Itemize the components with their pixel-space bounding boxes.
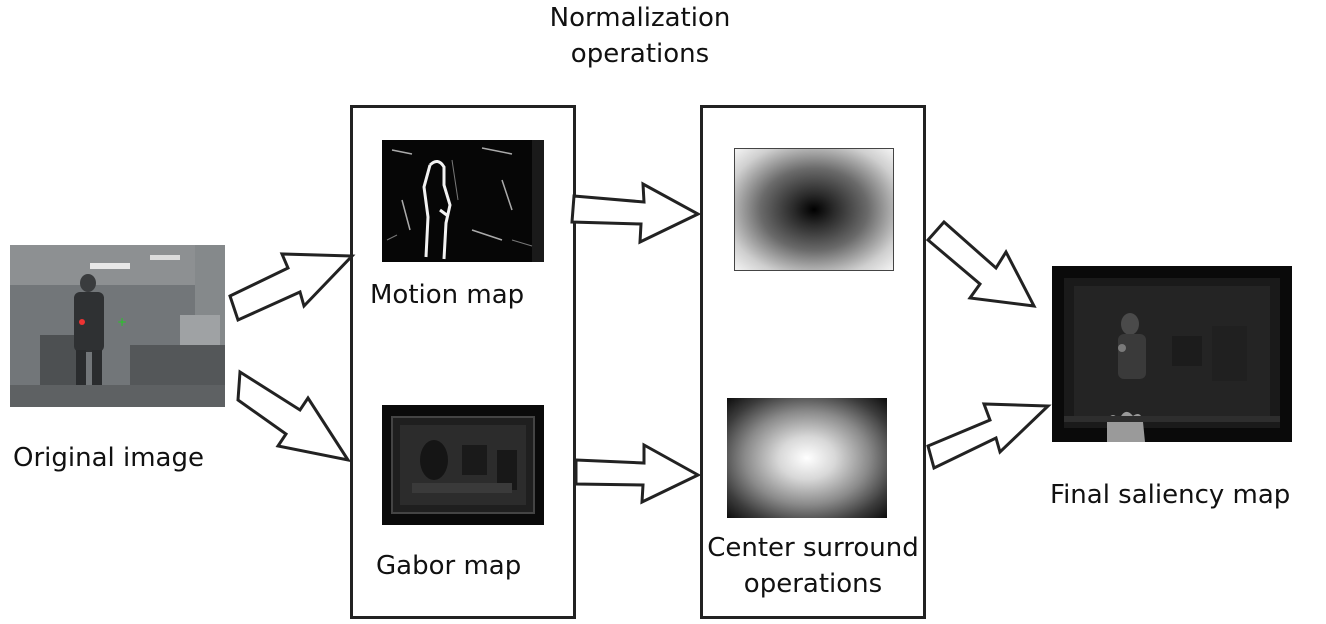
- arrow-to-gabor-icon: [236, 369, 352, 463]
- center-surround-bright-image: [727, 398, 887, 518]
- original-image: +: [10, 245, 225, 407]
- motion-map-image: [382, 140, 544, 262]
- arrow-to-final-bottom-icon: [926, 402, 1052, 471]
- original-image-art: +: [10, 245, 225, 407]
- normalization-title: Normalization operations: [549, 3, 731, 69]
- svg-text:+: +: [117, 315, 127, 329]
- original-image-label: Original image: [13, 443, 204, 473]
- center-surround-label: Center surround operations: [707, 533, 919, 599]
- final-saliency-label: Final saliency map: [1050, 480, 1291, 510]
- gabor-map-art: [382, 405, 544, 525]
- gabor-map-image: [382, 405, 544, 525]
- arrow-to-final-top-icon: [925, 219, 1037, 308]
- gabor-map-label: Gabor map: [376, 551, 522, 581]
- arrow-to-cs-bottom-icon: [574, 442, 702, 505]
- center-surround-dark-image: [734, 148, 894, 271]
- final-saliency-image: [1052, 266, 1292, 442]
- motion-map-art: [382, 140, 544, 262]
- final-saliency-art: [1052, 266, 1292, 442]
- motion-map-label: Motion map: [370, 280, 525, 310]
- arrow-to-cs-top-icon: [570, 181, 702, 245]
- arrow-to-motion-icon: [228, 252, 356, 323]
